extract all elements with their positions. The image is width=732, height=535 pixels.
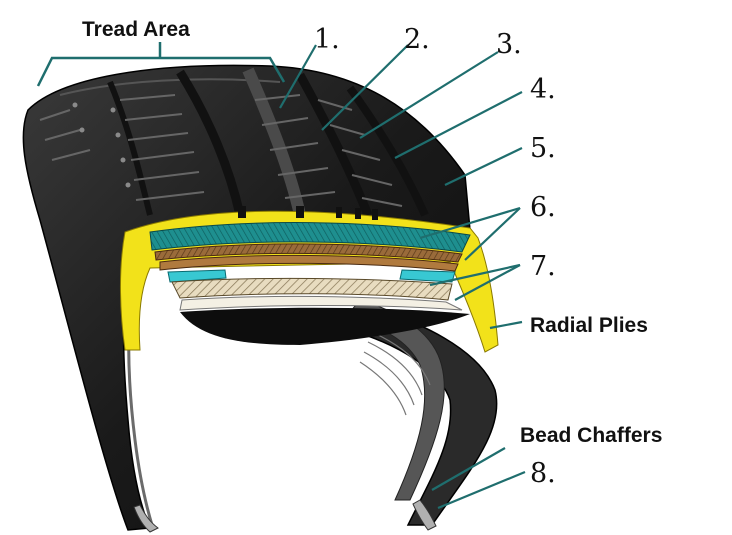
label-5: 5. xyxy=(530,133,556,164)
label-3: 3. xyxy=(496,29,522,60)
cut-section xyxy=(120,206,498,352)
label-6: 6. xyxy=(530,192,556,223)
label-tread-area: Tread Area xyxy=(82,18,190,41)
label-4: 4. xyxy=(530,74,556,105)
label-7: 7. xyxy=(530,251,556,282)
label-8: 8. xyxy=(530,458,556,489)
label-bead-chaffers: Bead Chaffers xyxy=(520,424,662,447)
label-radial-plies: Radial Plies xyxy=(530,314,648,337)
label-2: 2. xyxy=(404,24,430,55)
label-1: 1. xyxy=(314,24,340,55)
bead-area xyxy=(134,500,436,532)
